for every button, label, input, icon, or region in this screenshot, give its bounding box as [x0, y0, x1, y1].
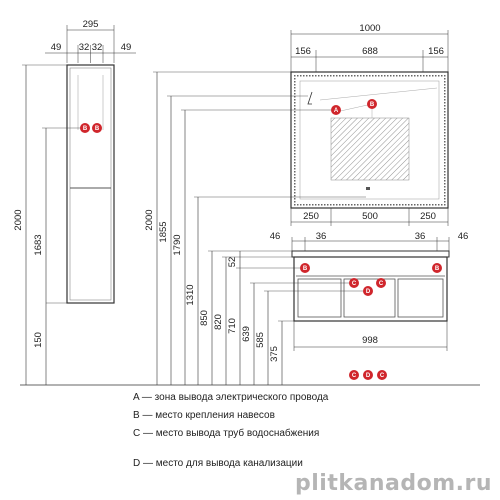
svg-text:B: B: [370, 102, 375, 108]
dim-639: 639: [241, 326, 252, 342]
dim-mirror-p1: 156: [295, 46, 311, 57]
dim-mirror-h1: 1855: [158, 221, 169, 242]
dim-cab-width: 998: [362, 335, 378, 346]
dim-710: 710: [227, 318, 238, 334]
mirror: [290, 71, 449, 209]
svg-text:B: B: [435, 266, 440, 272]
vanity-cabinet: [291, 250, 450, 322]
dim-cab-t2: 36: [316, 231, 327, 242]
dim-col-total: 295: [83, 19, 99, 30]
floor-markers: C D C: [349, 370, 387, 380]
svg-text:A: A: [334, 108, 339, 114]
dim-col-p3: 32: [92, 42, 103, 53]
dim-850: 850: [199, 310, 210, 326]
dim-1310: 1310: [185, 284, 196, 305]
svg-text:B: B: [95, 126, 100, 132]
legend: A — зона вывода электрического провода B…: [133, 389, 328, 473]
dim-cab-t3: 36: [415, 231, 426, 242]
svg-text:C: C: [379, 281, 384, 287]
dim-375: 375: [269, 346, 280, 362]
dim-mirror-b1: 250: [303, 211, 319, 222]
dim-floor-total: 2000: [144, 209, 155, 230]
dim-col-height: 2000: [13, 209, 24, 230]
dim-mirror-h2: 1790: [172, 234, 183, 255]
dim-mirror-total: 1000: [359, 23, 380, 34]
dim-col-mount: 1683: [33, 234, 44, 255]
legend-d: D — место для вывода канализации: [133, 458, 303, 469]
vanity-width-dims: 46 36 36 46 998: [270, 231, 469, 351]
svg-text:C: C: [352, 373, 357, 379]
svg-text:C: C: [352, 281, 357, 287]
dim-col-p4: 49: [121, 42, 132, 53]
dim-585: 585: [255, 332, 266, 348]
svg-text:B: B: [83, 126, 88, 132]
dim-mirror-b3: 250: [420, 211, 436, 222]
mirror-width-dims: 1000 156 688 156 250 500 250: [290, 23, 449, 226]
legend-c: C — место вывода труб водоснабжения: [133, 428, 320, 439]
svg-text:D: D: [366, 373, 371, 379]
column-width-dims: 295 49 32 32 49: [45, 19, 136, 63]
legend-b: B — место крепления навесов: [133, 410, 275, 421]
dim-cab-t4: 46: [458, 231, 469, 242]
svg-text:D: D: [366, 289, 371, 295]
svg-text:B: B: [303, 266, 308, 272]
dim-col-p2: 32: [79, 42, 90, 53]
mirror-markers: A B: [331, 99, 377, 115]
dim-cab-t1: 46: [270, 231, 281, 242]
legend-a: A — зона вывода электрического провода: [133, 392, 329, 403]
column-height-dims: 2000 1683 150: [13, 64, 83, 385]
dim-mirror-b2: 500: [362, 211, 378, 222]
vertical-dims: 2000 1855 1790 1310 850 820 710 639 585: [144, 71, 366, 385]
dim-820: 820: [213, 314, 224, 330]
column-cabinet: [66, 64, 115, 304]
dim-mirror-p2: 688: [362, 46, 378, 57]
dim-col-p1: 49: [51, 42, 62, 53]
watermark: plitkanadom.ru: [295, 471, 492, 496]
dim-52: 52: [227, 257, 238, 268]
svg-text:C: C: [380, 373, 385, 379]
dim-col-bottom: 150: [33, 332, 44, 348]
column-b-markers: B B: [80, 123, 102, 133]
dim-mirror-p3: 156: [428, 46, 444, 57]
vanity-markers: B B C C D: [300, 263, 442, 296]
